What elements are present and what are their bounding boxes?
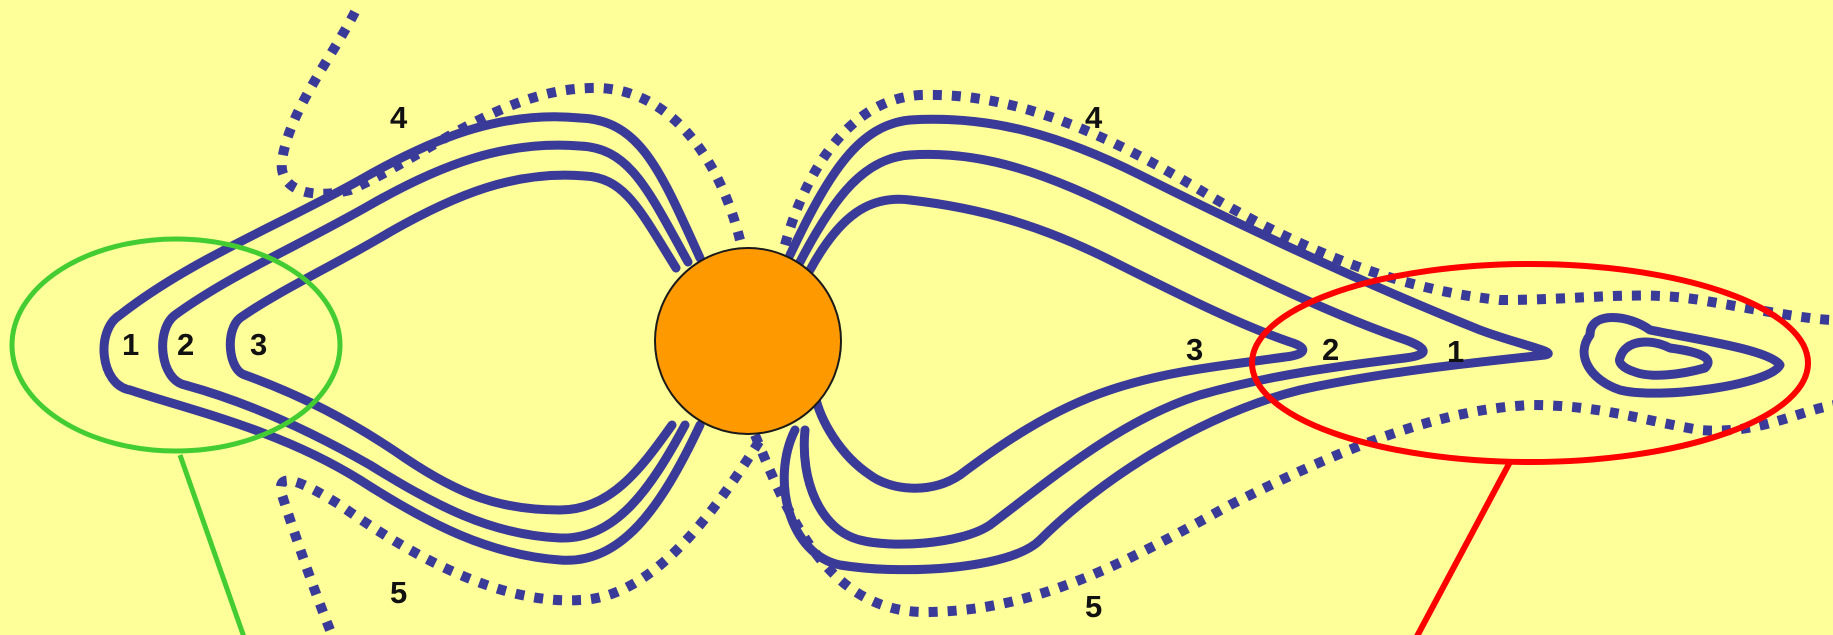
left-lobe-contours (99, 112, 705, 565)
label-lower-left-5: 5 (390, 575, 407, 610)
dotted-contour-lower-right (750, 399, 1833, 618)
dotted-outer-contours (275, 9, 1833, 632)
label-upper-right-4: 4 (1085, 100, 1103, 135)
left-contour-3 (225, 170, 681, 515)
left-pointer-line (177, 454, 246, 635)
left-contour-2 (158, 140, 693, 543)
contour-labels: 1 2 3 3 2 1 4 4 5 5 (122, 100, 1464, 624)
right-isolated-contour-inner (1615, 337, 1713, 380)
label-left-3: 3 (250, 327, 267, 362)
label-right-3: 3 (1186, 332, 1203, 367)
right-contour-1 (779, 114, 1553, 575)
right-contour-3 (805, 194, 1307, 493)
left-contour-1 (99, 112, 705, 565)
left-highlight (9, 236, 343, 635)
label-right-2: 2 (1322, 332, 1339, 367)
right-highlight (1249, 261, 1811, 635)
left-highlight-ellipse (9, 236, 343, 454)
right-pointer-line (1414, 460, 1513, 635)
label-upper-left-4: 4 (390, 100, 408, 135)
label-left-1: 1 (122, 327, 139, 362)
label-left-2: 2 (177, 327, 194, 362)
dotted-contour-lower-left (275, 437, 765, 632)
right-contour-2 (795, 149, 1428, 549)
central-star (654, 247, 842, 435)
dotted-contour-upper-left (276, 9, 745, 242)
label-lower-right-5: 5 (1085, 589, 1102, 624)
label-right-1: 1 (1447, 334, 1464, 369)
right-lobe-contours (779, 114, 1785, 575)
right-highlight-ellipse (1249, 261, 1811, 465)
right-isolated-contour-outer (1579, 313, 1785, 398)
